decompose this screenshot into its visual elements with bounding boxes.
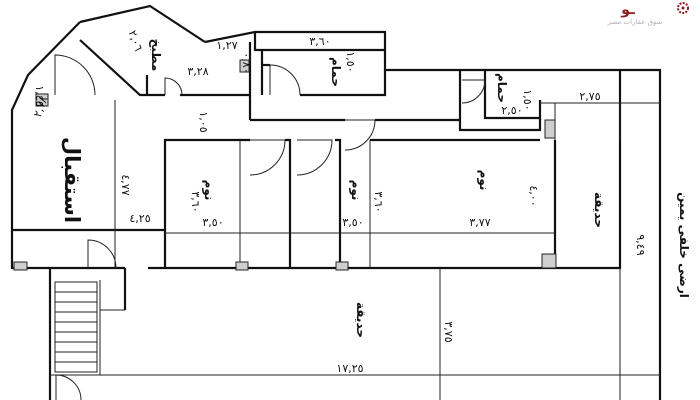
dim-bed2-w: ٣,٥٠ (342, 216, 363, 229)
dim-bed2-h: ٣,٦٠ (372, 191, 385, 212)
room-label-bedroom-1: نوم (201, 180, 216, 201)
dim-corridor-w: ١,٠٥ (197, 111, 210, 132)
lower-area (48, 268, 660, 400)
door-bedroom-1 (249, 139, 286, 176)
door-bedroom-2 (296, 139, 333, 176)
column (13, 261, 28, 271)
room-label-bedroom-2: نوم (348, 180, 363, 201)
column (239, 59, 250, 73)
door-lower (55, 374, 82, 400)
door-reception (87, 239, 117, 269)
dim-bed3-w: ٣,٧٧ (469, 216, 490, 229)
door-bath-right (461, 79, 486, 104)
dim-reception-side: ١,٤٥ (33, 85, 46, 106)
dim-bath-top-h: ١,٥٠ (344, 51, 357, 72)
dim-bed1-h: ٣,٦٠ (189, 191, 202, 212)
dim-kitchen-diag: ٢,٠٦ (126, 29, 146, 53)
dim-garden-right-w: ٢,٧٥ (579, 90, 600, 103)
column (541, 253, 557, 269)
dim-kitchen-w: ١,٢٧ (216, 39, 237, 52)
dim-bath-top-w: ٣,٦٠ (309, 35, 330, 48)
dim-bed3-h: ٤,٠٠ (527, 185, 540, 206)
dim-kitchen-h: ٣,٢٨ (187, 65, 208, 78)
dim-garden-bottom-w: ١٧,٢٥ (336, 362, 363, 375)
logo-subtitle: سوق عقارات مصر (607, 18, 663, 26)
dim-garden-bottom-h: ٣,٧٥ (442, 321, 455, 342)
room-label-reception: استقبال (60, 137, 84, 223)
room-label-bath-right: حمام (494, 73, 509, 103)
doors (54, 54, 486, 400)
door-kitchen (164, 77, 183, 96)
door-hall (344, 119, 376, 151)
dim-bath-right-h: ١,٥٠ (521, 89, 534, 110)
door-bath-top (269, 64, 301, 96)
dim-bath-right-w: ٢,٥٠ (501, 104, 522, 117)
logo-mark-icon (677, 2, 689, 14)
room-label-garden-right: حديقة (592, 192, 606, 228)
dim-reception-w: ٤,٢٥ (129, 212, 150, 225)
column (235, 261, 249, 271)
column (544, 119, 556, 139)
interior-walls (12, 32, 660, 268)
dim-small-v: ٠,٨٠ (240, 52, 253, 73)
logo-title: ـو (620, 2, 635, 18)
stairs (54, 281, 98, 373)
room-label-kitchen: مطبخ (149, 39, 163, 72)
logo: ـو سوق عقارات مصر (607, 2, 689, 26)
room-label-garden-bottom: حديقة (354, 302, 368, 338)
dim-garden-right-h: ٩,٤٩ (634, 234, 647, 255)
dim-bed1-w: ٣,٥٠ (202, 216, 223, 229)
column (35, 93, 49, 107)
dim-reception-h: ٤,٧٧ (119, 174, 132, 195)
room-label-bath-top: حمام (328, 57, 343, 87)
floor-note: ارضى خلفى يمين (677, 192, 691, 298)
room-label-bedroom-3: نوم (476, 170, 491, 191)
door-entrance (54, 54, 96, 96)
column (335, 261, 349, 271)
columns (13, 59, 557, 271)
